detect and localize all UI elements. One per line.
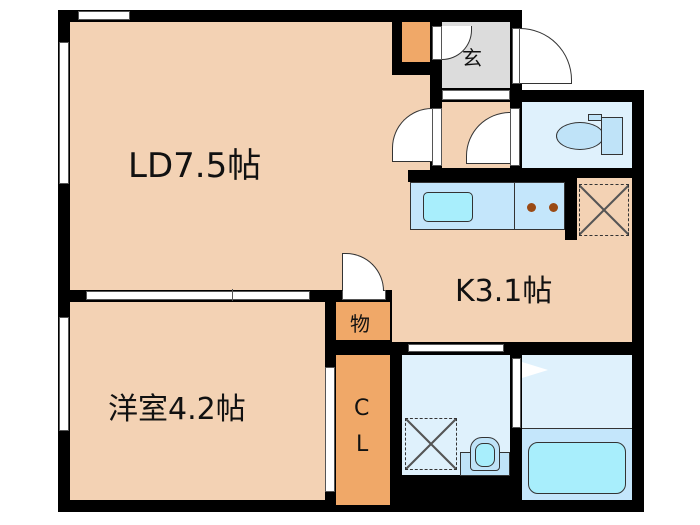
counter-back-wall	[408, 170, 568, 182]
bathtub-icon	[528, 442, 626, 494]
closet-label-l: L	[356, 432, 369, 457]
closet-door[interactable]	[325, 367, 335, 492]
storage-door-jamb	[342, 290, 386, 300]
fridge-space-icon	[579, 184, 629, 236]
room-western	[70, 302, 325, 500]
stove-burner-icon	[549, 203, 558, 212]
sink-icon	[423, 192, 473, 222]
window-ld-top	[78, 11, 130, 20]
room-ld-label: LD7.5帖	[128, 146, 262, 186]
toilet-door-jamb	[510, 108, 520, 166]
window-ld-west	[59, 42, 69, 184]
room-kitchen-label: K3.1帖	[455, 274, 553, 309]
room-entrance-label: 玄	[462, 46, 482, 70]
room-storage	[336, 302, 390, 340]
sliding-door-divider	[232, 289, 233, 301]
room-western-label: 洋室4.2帖	[108, 392, 246, 427]
vanity-sink-icon	[475, 443, 495, 467]
fridge-partition	[565, 178, 577, 240]
entrance-door-jamb	[512, 28, 520, 84]
washroom-sliding-door[interactable]	[408, 344, 504, 352]
storage-door-jamb	[432, 26, 442, 60]
washer-space-icon	[405, 418, 457, 470]
room-storage-label: 物	[350, 312, 370, 336]
toilet-lid-icon	[588, 114, 602, 121]
closet-label-c: C	[354, 396, 370, 421]
window-western-west	[59, 317, 69, 431]
toilet-bowl-icon	[556, 122, 604, 150]
room-closet	[336, 355, 390, 505]
bath-door[interactable]	[512, 358, 521, 428]
entrance-step	[442, 90, 510, 100]
stove-burner-icon	[527, 203, 536, 212]
counter-divider	[514, 182, 515, 230]
ld-door-jamb	[432, 108, 442, 166]
meter-box	[402, 22, 430, 62]
bath-door-arrow-icon	[522, 362, 548, 378]
toilet-tank-icon	[601, 117, 623, 155]
sliding-door[interactable]	[86, 291, 310, 300]
